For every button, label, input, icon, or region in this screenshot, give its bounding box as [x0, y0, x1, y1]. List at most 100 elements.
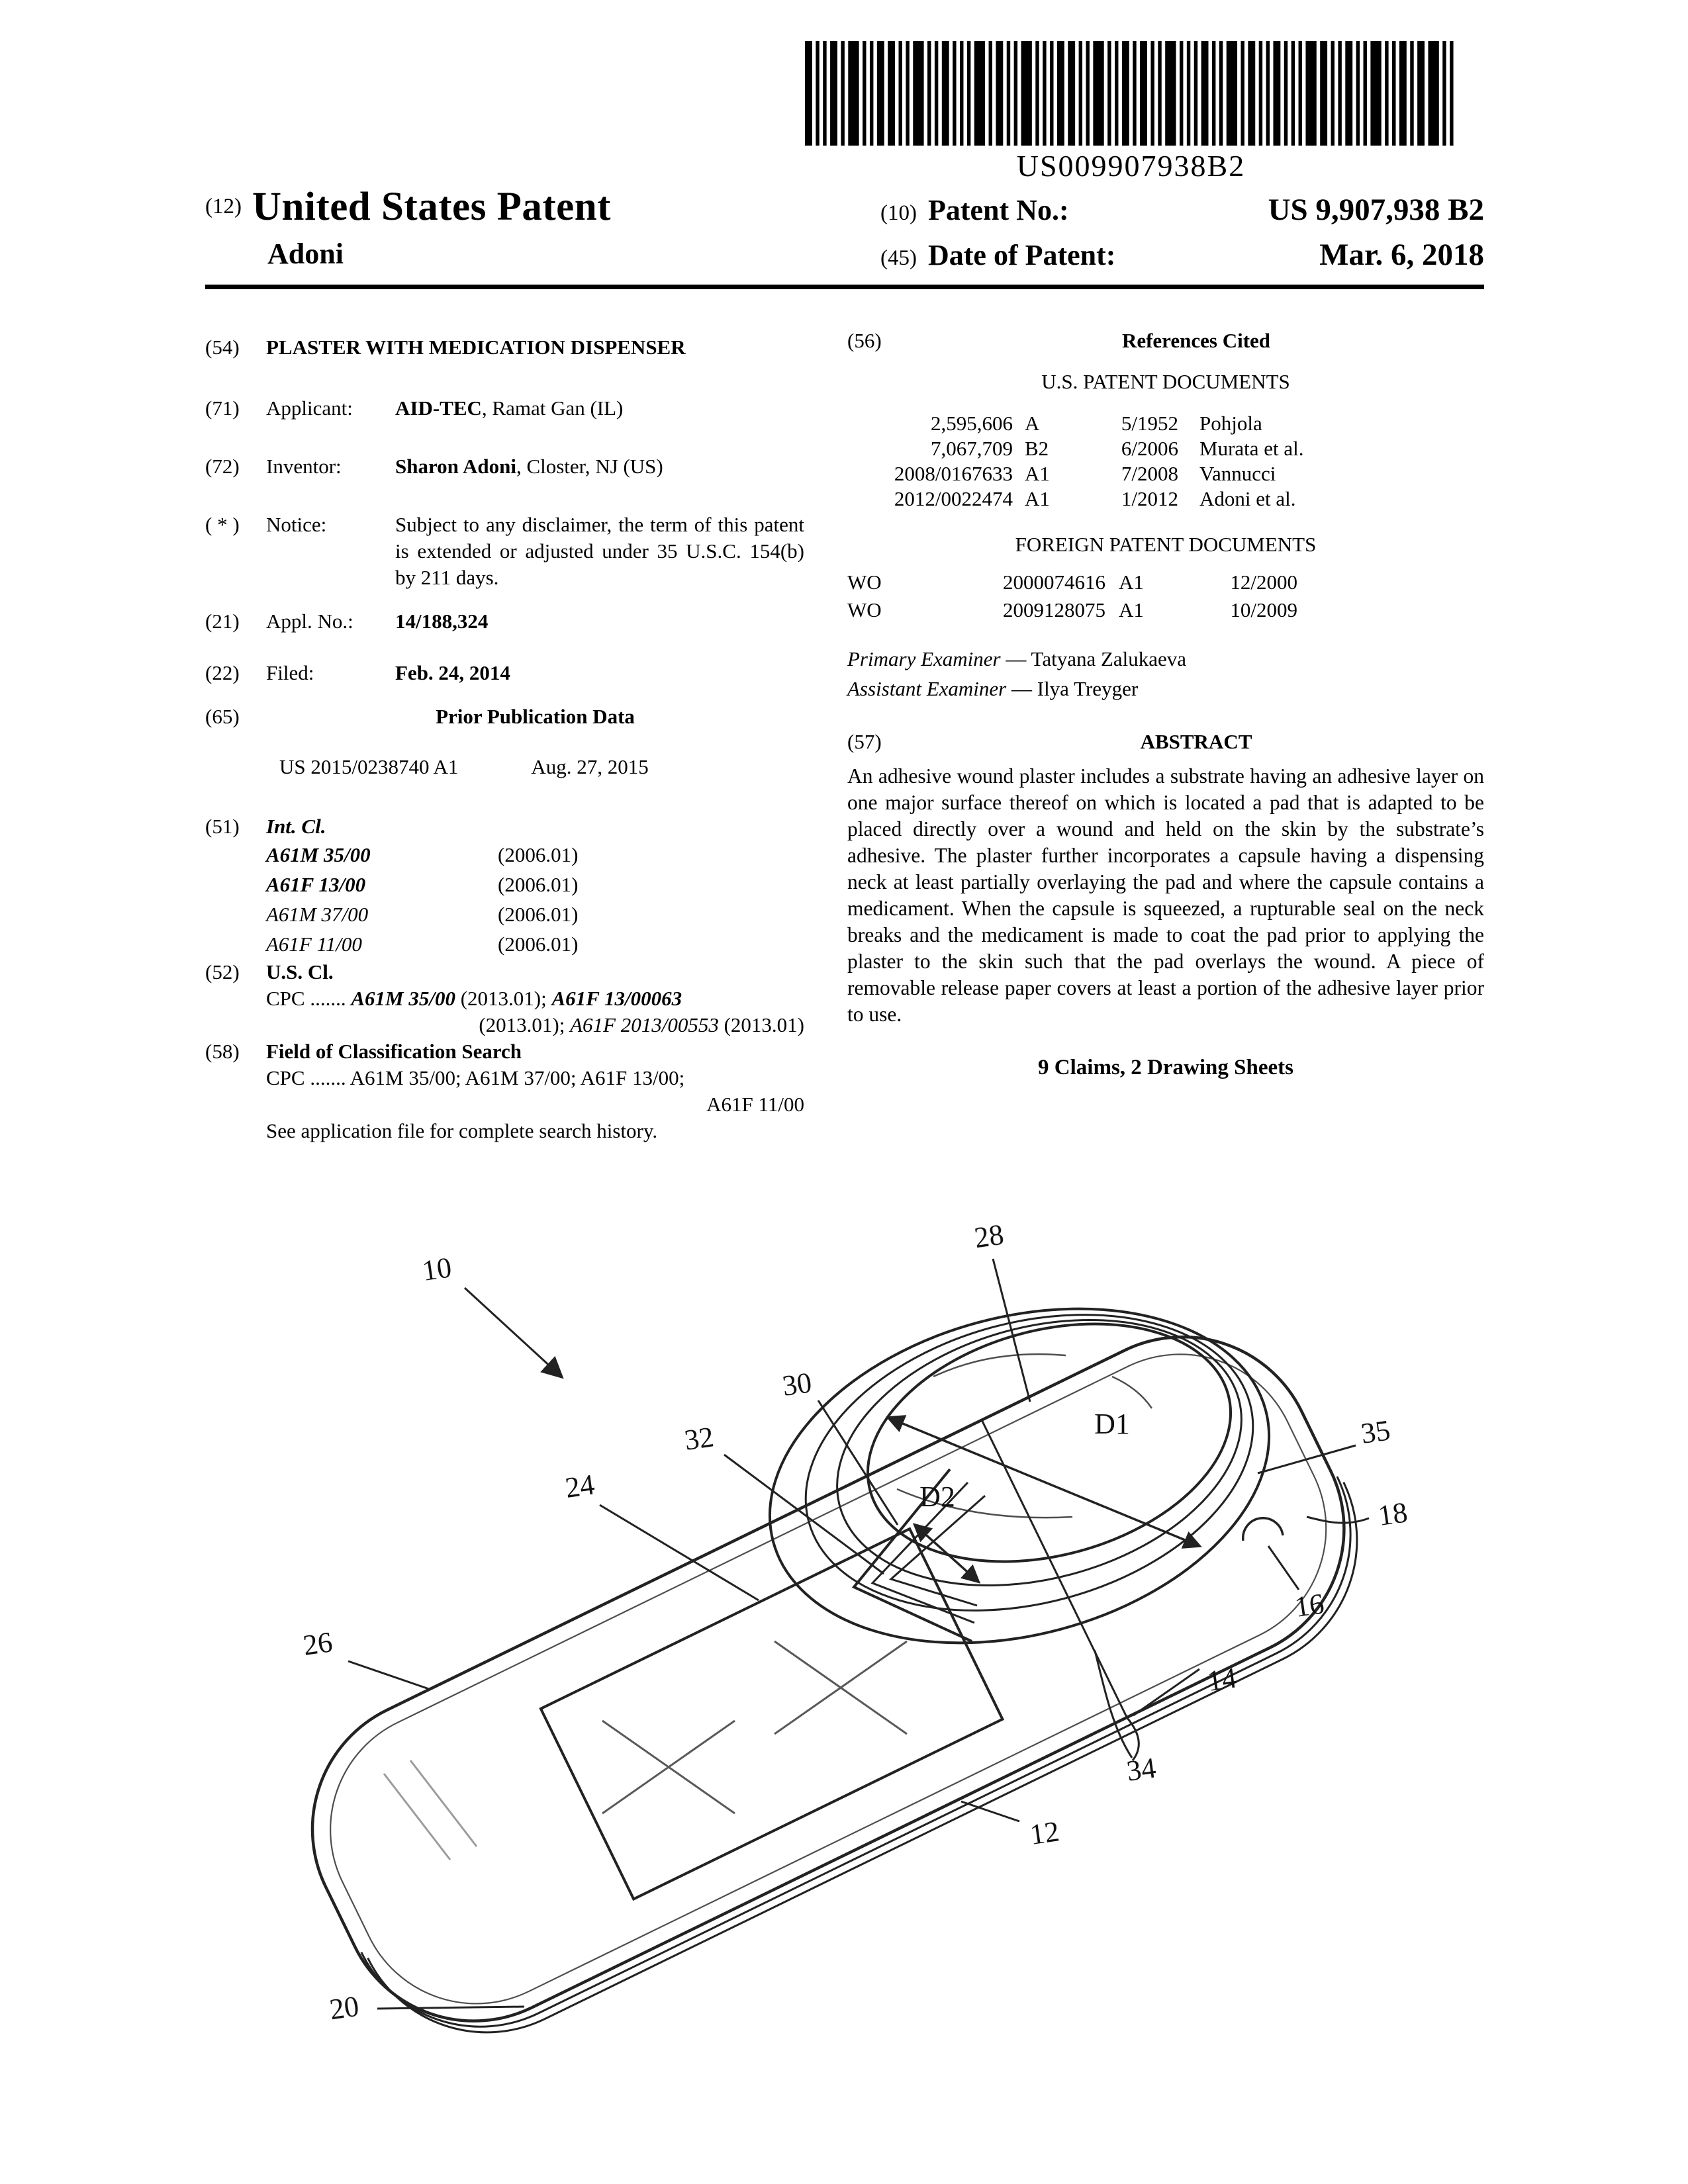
capsule-seal-ring	[836, 1318, 1243, 1587]
citation-name: Vannucci	[1199, 462, 1276, 485]
ref-numeral-32: 32	[682, 1420, 716, 1457]
ref-numeral-34: 34	[1125, 1751, 1158, 1788]
search-body: Field of Classification Search CPC .....…	[266, 1038, 804, 1144]
page-title: United States Patent	[252, 185, 611, 229]
field-number: (71)	[205, 396, 240, 420]
int-cl-entry: A61F 13/00 (2006.01)	[266, 870, 804, 899]
invention-title: PLASTER WITH MEDICATION DISPENSER	[266, 336, 686, 359]
search-note: See application file for complete search…	[266, 1119, 658, 1142]
citation-number: 2012/0022474	[894, 487, 1013, 510]
int-cl-entry: A61M 35/00 (2006.01)	[266, 840, 804, 870]
citation-country: WO	[847, 598, 882, 621]
field-21-appl-no: (21) Appl. No.: 14/188,324	[205, 608, 804, 635]
ref-numeral-16: 16	[1293, 1587, 1326, 1623]
citation-name: Pohjola	[1199, 412, 1262, 435]
us-cl-body: U.S. Cl. CPC ....... A61M 35/00 (2013.01…	[266, 959, 804, 1038]
dimension-d2-arrow	[912, 1523, 981, 1584]
citation-number: 2000074616	[1003, 570, 1105, 594]
int-cl-code: A61M 37/00	[266, 903, 369, 926]
us-cl-cpc-line2: (2013.01); A61F 2013/00553 (2013.01)	[266, 1012, 804, 1038]
ref-numeral-14: 14	[1205, 1661, 1239, 1698]
field-number: (57)	[847, 730, 882, 753]
dome-shading-arc	[1111, 1375, 1153, 1409]
field-number: (51)	[205, 815, 240, 838]
field-number-45: (45)	[880, 246, 917, 270]
citation-kind: A1	[1119, 598, 1144, 621]
assistant-examiner-line: Assistant Examiner — Ilya Treyger	[847, 674, 1484, 704]
dash: —	[1011, 677, 1037, 700]
field-number: (58)	[205, 1040, 240, 1063]
field-number: (72)	[205, 455, 240, 478]
citation-kind: A1	[1119, 570, 1144, 594]
citation-kind: A1	[1025, 487, 1050, 510]
pad-hatching	[383, 1640, 908, 1860]
field-number-10: (10)	[880, 201, 917, 225]
leader-16	[1267, 1545, 1300, 1590]
inventor-label: Inventor:	[266, 455, 342, 478]
header-left: (12)United States Patent Adoni	[205, 184, 611, 271]
ref-numeral-28: 28	[972, 1218, 1006, 1254]
patent-no-label: Patent No.:	[928, 194, 1069, 226]
leader-lines	[348, 1258, 1370, 2010]
cpc-code: A61M 35/00	[351, 987, 455, 1010]
int-cl-version: (2006.01)	[498, 903, 579, 926]
notice-label: Notice:	[266, 513, 327, 536]
citation-kind: B2	[1025, 437, 1049, 460]
citation-row: 2012/0022474 A1 1/2012 Adoni et al.	[847, 486, 1484, 512]
field-72-inventor: (72) Inventor: Sharon Adoni, Closter, NJ…	[205, 453, 804, 480]
citation-kind: A	[1025, 412, 1040, 435]
ref-numeral-35: 35	[1359, 1414, 1392, 1450]
citation-row: 2,595,606 A 5/1952 Pohjola	[847, 411, 1484, 436]
ref-numeral-10: 10	[420, 1251, 453, 1287]
date-of-patent-label: Date of Patent:	[928, 239, 1116, 271]
prior-publication-heading: Prior Publication Data	[436, 705, 635, 728]
ref-numeral-26: 26	[301, 1625, 334, 1662]
search-classes: A61M 35/00; A61M 37/00; A61F 13/00;	[350, 1066, 685, 1089]
cpc-suf: (2013.01)	[718, 1013, 804, 1036]
us-cl-cpc-line1: CPC ....... A61M 35/00 (2013.01); A61F 1…	[266, 985, 804, 1012]
field-number: (65)	[205, 705, 240, 728]
citation-row: WO 2009128075 A1 10/2009	[847, 596, 1484, 624]
date-of-patent-value: Mar. 6, 2018	[1319, 238, 1484, 272]
foreign-patent-documents-table: WO 2000074616 A1 12/2000 WO 2009128075 A…	[847, 569, 1484, 624]
leader-26	[348, 1660, 430, 1690]
header-right: (10) Patent No.: US 9,907,938 B2 (45) Da…	[880, 192, 1484, 282]
int-cl-code: A61F 11/00	[266, 933, 362, 956]
field-notice: ( * ) Notice: Subject to any disclaimer,…	[205, 512, 804, 591]
citation-number: 2009128075	[1003, 598, 1105, 621]
reference-numerals: 10 28 30 32 24 26 20 35 18 16 14 34 12 D…	[301, 1218, 1409, 2026]
layer-edge-2	[367, 1481, 1358, 2034]
claims-line: 9 Claims, 2 Drawing Sheets	[1038, 1056, 1293, 1079]
field-number: (21)	[205, 610, 240, 633]
int-cl-code: A61F 13/00	[266, 873, 366, 896]
patent-drawing: 10 28 30 32 24 26 20 35 18 16 14 34 12 D…	[232, 1178, 1456, 2052]
ref-numeral-30: 30	[780, 1366, 814, 1402]
dome-shading-arc	[933, 1353, 1066, 1378]
abstract-text: An adhesive wound plaster includes a sub…	[847, 764, 1484, 1026]
foreign-patent-documents-heading: FOREIGN PATENT DOCUMENTS	[1015, 533, 1317, 556]
leader-35	[1257, 1444, 1356, 1475]
int-cl-version: (2006.01)	[498, 843, 579, 866]
filed-value: Feb. 24, 2014	[395, 661, 510, 684]
field-number: (22)	[205, 661, 240, 684]
cpc-code: A61F 13/00063	[551, 987, 682, 1010]
leader-14	[1133, 1668, 1200, 1717]
int-cl-entry: A61M 37/00 (2006.01)	[266, 899, 804, 929]
inventor-value: Sharon Adoni, Closter, NJ (US)	[395, 453, 804, 480]
header-divider	[205, 285, 1484, 289]
references-cited-heading: References Cited	[1121, 329, 1271, 352]
primary-examiner-line: Primary Examiner — Tatyana Zalukaeva	[847, 644, 1484, 674]
patent-no-value: US 9,907,938 B2	[1268, 193, 1484, 227]
leader-18	[1306, 1516, 1370, 1524]
prior-publication-row: US 2015/0238740 A1 Aug. 27, 2015	[205, 754, 804, 780]
citation-date: 7/2008	[1121, 462, 1178, 485]
leader-10	[463, 1287, 564, 1379]
ref-label-d1: D1	[1094, 1408, 1130, 1440]
release-paper-tab	[1126, 1717, 1140, 1761]
field-54-title: (54) PLASTER WITH MEDICATION DISPENSER	[205, 334, 804, 361]
primary-examiner-name: Tatyana Zalukaeva	[1031, 647, 1187, 670]
int-cl-body: Int. Cl. A61M 35/00 (2006.01) A61F 13/00…	[266, 813, 804, 959]
ref-numeral-20: 20	[328, 1989, 361, 2026]
substrate-outline	[310, 1335, 1346, 2023]
edge-notch	[1241, 1517, 1284, 1541]
